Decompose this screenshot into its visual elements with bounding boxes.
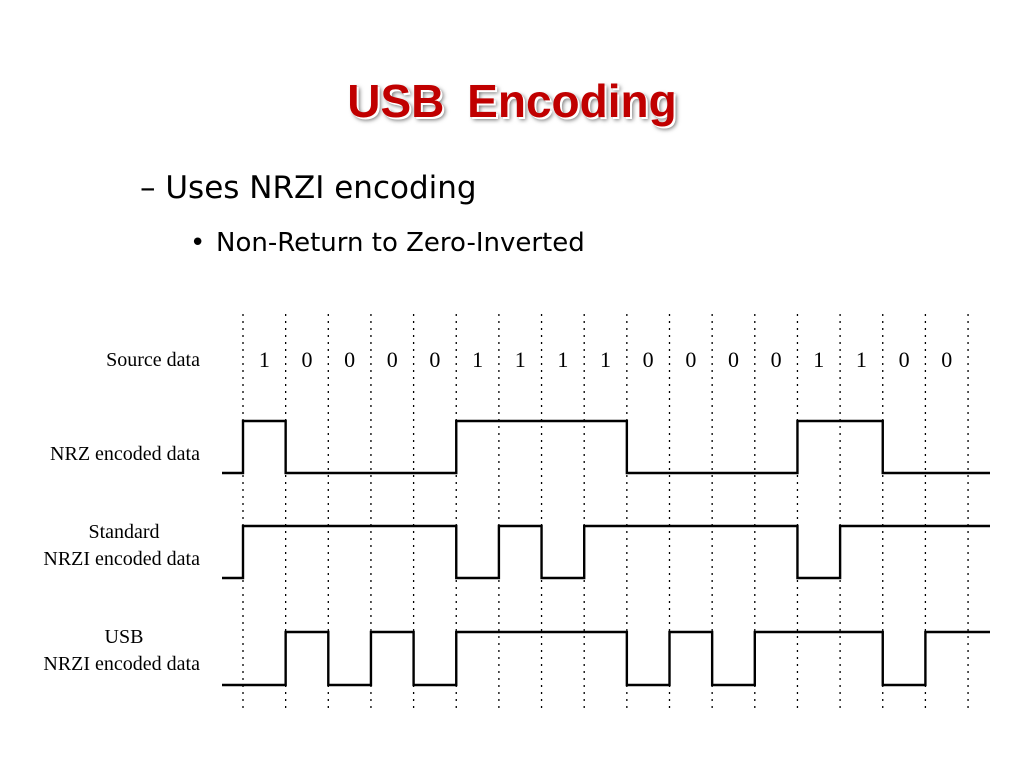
source-bit: 0 <box>899 347 910 372</box>
label-source-data: Source data <box>106 349 200 371</box>
label-standard-nrzi-encoded-data: NRZI encoded data <box>43 548 200 570</box>
source-bit: 1 <box>515 347 526 372</box>
source-bit: 0 <box>387 347 398 372</box>
source-bit: 1 <box>259 347 270 372</box>
bullet-nrzi-encoding: – Uses NRZI encoding <box>140 170 477 206</box>
source-bit: 0 <box>685 347 696 372</box>
source-bit: 0 <box>429 347 440 372</box>
label-standard: Standard <box>88 521 159 543</box>
source-bits: 1 0 0 0 0 1 1 1 1 0 0 0 0 1 1 0 0 <box>259 347 952 372</box>
source-bit: 0 <box>771 347 782 372</box>
bullet-text: Non-Return to Zero-Inverted <box>216 228 585 258</box>
label-usb-nrzi-encoded-data: NRZI encoded data <box>43 653 200 675</box>
bullet-dot-icon: • <box>190 228 206 258</box>
source-bit: 1 <box>557 347 568 372</box>
label-usb: USB <box>105 626 144 648</box>
source-bit: 0 <box>728 347 739 372</box>
standard-nrzi-waveform <box>222 524 990 580</box>
slide-title: USB Encoding <box>347 75 677 127</box>
source-bit: 1 <box>600 347 611 372</box>
source-bit: 0 <box>344 347 355 372</box>
bit-boundary-gridlines <box>242 314 969 712</box>
label-nrz-encoded-data: NRZ encoded data <box>50 443 200 465</box>
source-bit: 1 <box>813 347 824 372</box>
source-bit: 0 <box>643 347 654 372</box>
source-bit: 1 <box>856 347 867 372</box>
nrz-waveform <box>222 419 990 475</box>
usb-nrzi-waveform <box>222 630 990 687</box>
source-bit: 0 <box>941 347 952 372</box>
source-bit: 1 <box>472 347 483 372</box>
source-bit: 0 <box>301 347 312 372</box>
bullet-non-return-to-zero-inverted: • Non-Return to Zero-Inverted <box>190 228 585 258</box>
